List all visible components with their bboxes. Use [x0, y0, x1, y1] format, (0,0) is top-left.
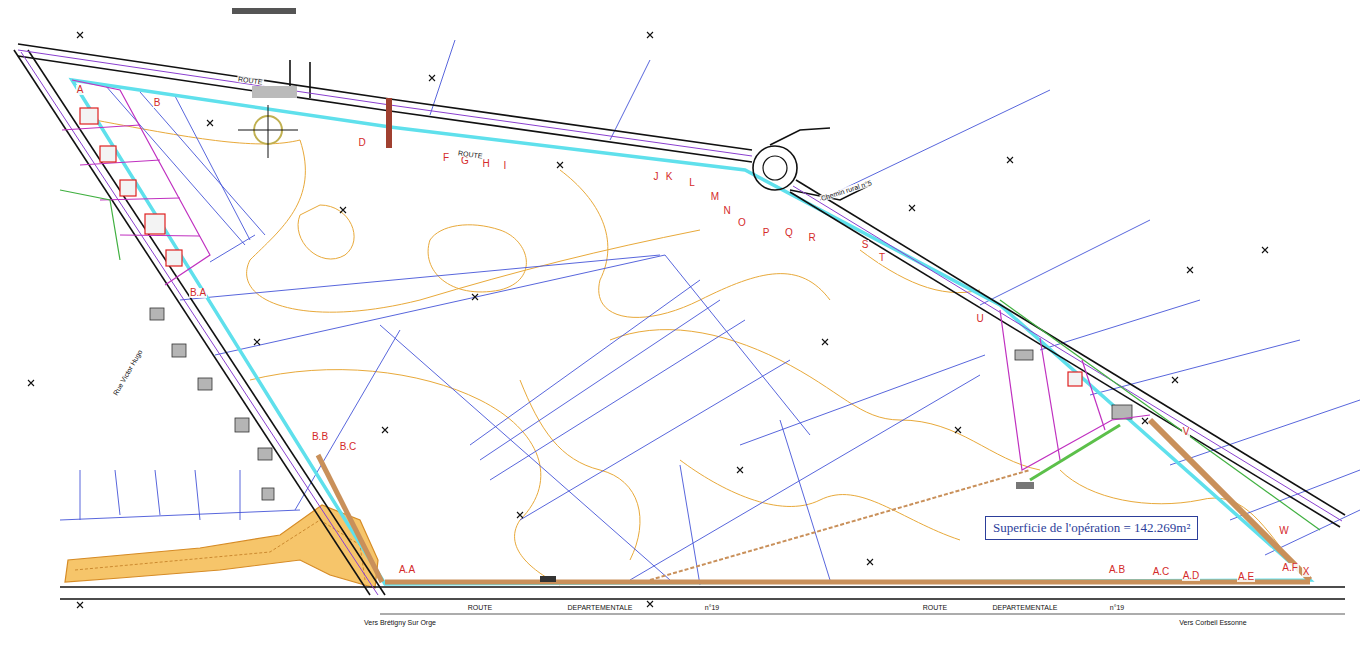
lot-lines: [1000, 310, 1150, 470]
existing-building: [150, 308, 1132, 500]
lot-letter: R: [807, 233, 816, 243]
scale-bar: [232, 8, 296, 14]
cross-marks: [28, 32, 1268, 608]
roundabout: [763, 156, 787, 180]
lot-letter: B.A: [189, 288, 207, 298]
lot-letter: A.E: [1237, 572, 1255, 582]
lot-letter: K: [665, 172, 674, 182]
lot-letter: D: [357, 138, 366, 148]
gate: [386, 98, 392, 148]
parking-area: [65, 505, 378, 588]
road-label: ROUTE: [922, 604, 949, 611]
lot-lines: [62, 80, 210, 285]
marker: [1016, 482, 1034, 489]
lot-letter: N: [722, 206, 731, 216]
lot-letter: A.A: [398, 565, 416, 575]
road-label: ROUTE: [236, 75, 263, 86]
lot-letter: J: [653, 172, 660, 182]
marker: [540, 576, 556, 582]
lot-letter: A.C: [1152, 567, 1171, 577]
lot-letter: P: [762, 228, 771, 238]
verge: [60, 190, 1320, 530]
road-lines: [14, 44, 1345, 614]
lot-letter: B.B: [311, 432, 329, 442]
lot-letter: S: [861, 240, 870, 250]
area-text: Superficie de l'opération = 142.269m²: [993, 520, 1190, 536]
parcel-lines: [60, 40, 1360, 585]
green-path: [1030, 425, 1120, 480]
lot-letter: Q: [784, 228, 794, 238]
lot-letter: W: [1278, 526, 1289, 536]
road-label: Rue Victor Hugo: [112, 347, 145, 397]
lot-letter: B.C: [339, 442, 358, 452]
axis-mark: [268, 105, 269, 158]
roundabout: [753, 146, 797, 190]
lot-letter: I: [503, 161, 508, 171]
road-label: Vers Corbeil Essonne: [1178, 619, 1247, 626]
road-label: n°19: [704, 604, 720, 611]
lot-letter: A: [76, 85, 85, 95]
road-label: Vers Brétigny Sur Orge: [363, 619, 437, 626]
network-lines: [18, 50, 1342, 595]
lot-letter: V: [1182, 427, 1191, 437]
lot-letter: A.F: [1281, 563, 1299, 573]
lot-letter: H: [481, 159, 490, 169]
lot-letter: L: [688, 178, 696, 188]
lot-letter: M: [710, 192, 720, 202]
area-box: Superficie de l'opération = 142.269m²: [985, 516, 1198, 540]
lot-letter: A.B: [1108, 565, 1126, 575]
building: [252, 86, 297, 98]
lot-letter: F: [442, 153, 450, 163]
road-label: n°19: [1109, 604, 1125, 611]
contour-lines: [95, 120, 1290, 585]
road-label: ROUTE: [467, 604, 494, 611]
lot-letter: T: [878, 253, 886, 263]
road-label: DEPARTEMENTALE: [567, 604, 634, 611]
lot-letter: O: [737, 218, 747, 228]
lot-letter: X: [1302, 567, 1311, 577]
road-label: Chemin rural n°5: [819, 178, 873, 202]
path-strip: [385, 580, 1310, 585]
lot-letter: U: [975, 314, 984, 324]
road-label: DEPARTEMENTALE: [992, 604, 1059, 611]
path-strip: [650, 470, 1030, 580]
site-boundary: [72, 80, 1310, 584]
parking-rows: [75, 520, 365, 580]
lot-letter: B: [153, 98, 162, 108]
house: [80, 108, 1082, 386]
lot-letter: A.D: [1182, 571, 1201, 581]
